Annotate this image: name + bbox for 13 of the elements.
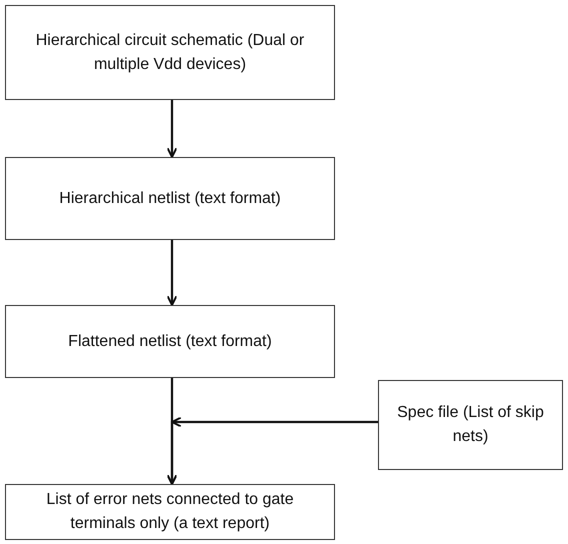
arrow	[166, 240, 178, 306]
process-box	[5, 5, 335, 100]
box-label: Spec file (List of skip nets)	[396, 403, 545, 447]
box-label: Hierarchical circuit schematic (Dual or multiple Vdd devices)	[34, 30, 306, 74]
box-label: Flattened netlist (text format)	[68, 332, 272, 352]
arrow	[168, 418, 378, 484]
process-box	[378, 380, 563, 470]
box-label: Hierarchical netlist (text format)	[59, 188, 281, 208]
arrow	[166, 100, 178, 158]
process-box	[5, 305, 335, 378]
box-label: List of error nets connected to gate terminals only (a text report)	[45, 490, 295, 534]
process-box	[5, 157, 335, 240]
process-box	[5, 484, 335, 540]
